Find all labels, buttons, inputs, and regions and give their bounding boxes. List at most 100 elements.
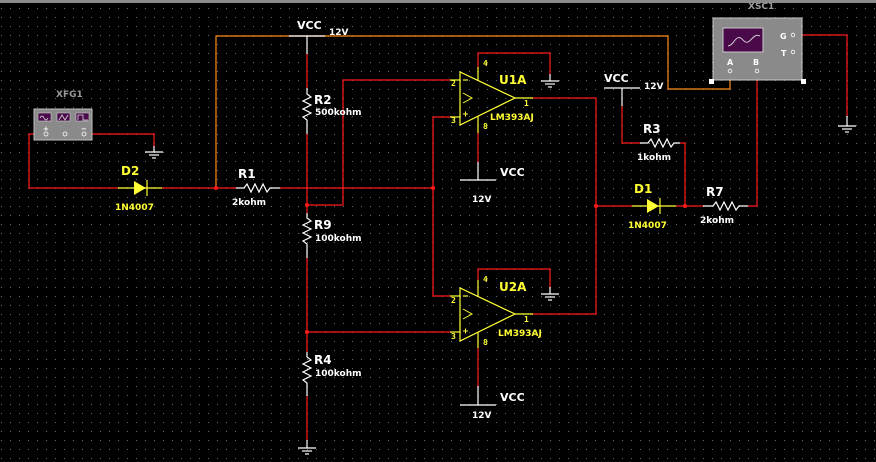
u1a-pin2: 2 (451, 79, 456, 88)
vcc-source-r3[interactable]: VCC 12V (604, 72, 664, 92)
xsc1-channel-a-terminal[interactable] (727, 68, 733, 74)
xfg1-minus-label: − (81, 125, 87, 133)
vcc-top-voltage: 12V (329, 28, 349, 38)
u1a-value: LM393AJ (490, 113, 534, 123)
resistor-icon (640, 137, 680, 149)
opamp-triangle-icon (459, 287, 517, 342)
r1-ref: R1 (238, 167, 256, 181)
ground-icon (541, 74, 559, 88)
vcc-source-u2[interactable]: VCC 12V (460, 386, 525, 421)
resistor-r3[interactable]: R3 1kohm (637, 122, 680, 163)
xsc1-g-label: G (780, 32, 787, 41)
vcc-u1-voltage: 12V (472, 195, 492, 205)
resistor-r4[interactable]: R4 100kohm (301, 352, 362, 396)
wire-scope-ground (793, 34, 848, 116)
u2a-pin4: 4 (483, 275, 488, 284)
plus-sign-icon (463, 328, 468, 334)
xfg1-label: XFG1 (56, 90, 83, 100)
xsc1-label: XSC1 (748, 2, 774, 12)
diode-icon (647, 199, 659, 213)
wire-xfg-ground (84, 133, 155, 146)
u2a-pin3: 3 (451, 332, 456, 341)
u1a-pin1: 1 (524, 99, 529, 108)
d2-ref: D2 (121, 164, 139, 178)
xfg1-com-terminal[interactable] (62, 131, 68, 137)
wire-r3-node (680, 142, 686, 206)
resistor-r9[interactable]: R9 100kohm (301, 213, 362, 258)
u2a-ref: U2A (499, 280, 527, 294)
resistor-r1[interactable]: R1 2kohm (232, 167, 280, 208)
wire-node-u1-inv (307, 79, 450, 206)
wire-r7-scope-b (748, 71, 758, 207)
d2-value: 1N4007 (115, 203, 154, 213)
r4-ref: R4 (314, 353, 332, 367)
vcc-u1-name: VCC (500, 166, 525, 179)
xsc1-t-terminal[interactable] (790, 49, 796, 55)
resistor-icon (301, 88, 313, 134)
xsc1-channel-b-label: B (753, 58, 759, 67)
wire-node-u1-noninv (432, 116, 450, 188)
canvas-top-border (0, 0, 876, 3)
r7-ref: R7 (706, 185, 724, 199)
vcc-source-top[interactable]: VCC 12V (289, 19, 349, 38)
sine-wave-icon (727, 34, 761, 47)
vcc-r3-name: VCC (604, 72, 629, 85)
u2a-value: LM393AJ (498, 329, 542, 339)
resistor-icon (703, 200, 748, 212)
u2a-pin8: 8 (483, 338, 488, 347)
r9-ref: R9 (314, 218, 332, 232)
function-generator-xfg1[interactable]: XFG1 + − (33, 90, 93, 141)
square-icon (75, 112, 90, 122)
selection-handle (801, 79, 806, 84)
xfg1-plus-terminal[interactable] (43, 131, 49, 137)
r2-value: 500kohm (315, 108, 362, 118)
xsc1-t-label: T (781, 49, 787, 58)
d1-ref: D1 (634, 182, 652, 196)
ground-icon (541, 287, 559, 301)
ground-icon (838, 116, 856, 133)
xsc1-channel-b-terminal[interactable] (754, 68, 760, 74)
comparator-u2a[interactable]: 4 2 3 1 8 U2A LM393AJ (450, 275, 542, 348)
junction-dot (305, 330, 309, 334)
resistor-icon (301, 352, 313, 396)
wire-u2-pin4-ground (477, 268, 551, 287)
r7-value: 2kohm (700, 216, 734, 226)
u2a-pin1: 1 (524, 315, 529, 324)
sine-icon (37, 112, 52, 122)
comparator-hysteresis-icon (462, 308, 474, 320)
u1a-pin3: 3 (451, 116, 456, 125)
vcc-u2-name: VCC (500, 391, 525, 404)
ground-icon (298, 440, 316, 455)
r3-value: 1kohm (637, 153, 671, 163)
xsc1-g-terminal[interactable] (790, 32, 796, 38)
resistor-icon (236, 182, 280, 194)
comparator-u1a[interactable]: 4 2 3 1 8 U1A LM393AJ (450, 59, 534, 133)
r1-value: 2kohm (232, 198, 266, 208)
vcc-top-name: VCC (297, 19, 322, 32)
vcc-source-u1[interactable]: VCC 12V (460, 162, 525, 205)
r3-ref: R3 (643, 122, 661, 136)
xfg1-plus-label: + (43, 125, 49, 133)
oscilloscope-xsc1[interactable]: XSC1 A B G T (709, 2, 806, 84)
diode-d1[interactable]: D1 1N4007 (628, 182, 676, 231)
diode-icon (134, 181, 146, 195)
diode-d2[interactable]: D2 1N4007 (115, 164, 162, 213)
ground-icon (145, 146, 163, 159)
wire-vcc-r3 (621, 106, 640, 144)
resistor-r2[interactable]: R2 500kohm (301, 88, 362, 134)
r4-value: 100kohm (315, 369, 362, 379)
u1a-ref: U1A (499, 73, 527, 87)
resistor-r7[interactable]: R7 2kohm (700, 185, 748, 226)
junction-dot (214, 186, 218, 190)
junction-dot (683, 204, 687, 208)
junction-dot (594, 204, 598, 208)
vcc-r3-voltage: 12V (644, 82, 664, 92)
junction-dot (305, 203, 309, 207)
xfg1-minus-terminal[interactable] (81, 131, 87, 137)
r2-ref: R2 (314, 93, 332, 107)
xsc1-channel-a-label: A (727, 58, 734, 67)
selection-handle (709, 79, 714, 84)
ground-symbols (145, 74, 856, 455)
